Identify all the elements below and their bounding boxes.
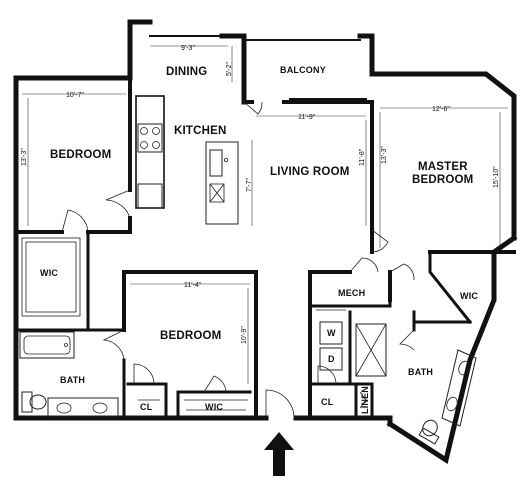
room-label-bedroom-center: BEDROOM: [160, 330, 221, 342]
walls: [13, 19, 518, 465]
room-label-cl-left: CL: [140, 402, 153, 412]
bath-left-fixtures: [19, 331, 119, 417]
dim-bedroom-left-depth: 13'-3": [21, 148, 28, 166]
kitchen-fixtures: [137, 123, 239, 225]
dim-master-depth-right: 15'-10": [493, 166, 500, 188]
closet-rods: [21, 237, 346, 411]
room-label-master-line1: MASTER: [418, 161, 468, 173]
room-label-bedroom-left: BEDROOM: [50, 149, 111, 161]
room-label-wic-center: WIC: [205, 402, 223, 412]
dim-dining-depth: 5'-2": [226, 62, 233, 76]
laundry-fixtures: [319, 321, 387, 377]
room-label-wic-left: WIC: [40, 268, 58, 278]
room-label-balcony: BALCONY: [280, 65, 326, 75]
room-labels: DINING BALCONY KITCHEN BEDROOM LIVING RO…: [40, 65, 478, 414]
doors: [61, 101, 415, 419]
room-label-bath-master: BATH: [408, 367, 433, 377]
room-label-linen: LINEN: [360, 386, 370, 414]
bath-master-fixtures: [418, 349, 477, 445]
dimension-lines: [22, 45, 508, 384]
dim-living-width: 11'-9": [298, 114, 316, 121]
room-label-kitchen: KITCHEN: [174, 125, 227, 137]
dim-bedroom-center-width: 11'-4": [184, 282, 202, 289]
dim-bedroom-left-width: 10'-7": [66, 92, 84, 99]
room-label-mech: MECH: [338, 288, 365, 298]
dim-master-width: 12'-6": [432, 106, 450, 113]
room-label-washer: W: [327, 328, 336, 338]
dimension-labels: 9'-3" 5'-2" 10'-7" 13'-3" 11'-9" 11'-8" …: [21, 45, 500, 344]
room-label-master-line2: BEDROOM: [412, 174, 473, 186]
room-label-wic-master: WIC: [460, 291, 478, 301]
dim-bedroom-center-depth: 10'-9": [241, 326, 248, 344]
dim-living-depth: 11'-8": [359, 148, 366, 166]
room-label-dryer: D: [328, 354, 335, 364]
dim-master-depth-left: 13'-3": [381, 146, 388, 164]
room-label-living-room: LIVING ROOM: [270, 166, 350, 178]
dim-dining-width: 9'-3": [181, 45, 195, 52]
room-label-cl-right: CL: [321, 397, 334, 407]
entry-arrow-icon: [264, 432, 294, 476]
room-label-bath-left: BATH: [60, 375, 85, 385]
room-label-dining: DINING: [166, 66, 207, 78]
dim-kitchen-island: 7'-7": [246, 178, 253, 192]
